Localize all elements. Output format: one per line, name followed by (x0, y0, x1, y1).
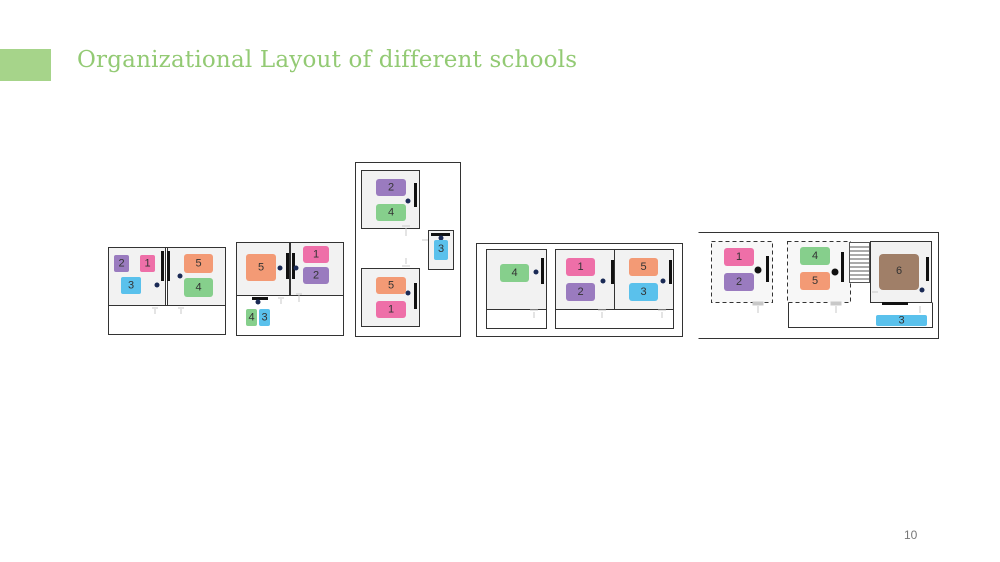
zone-label: 2 (388, 182, 394, 194)
zone-label: 1 (313, 249, 319, 261)
zone-block (500, 264, 529, 282)
zone-label: 5 (812, 275, 818, 287)
page-title: Organizational Layout of different schoo… (77, 47, 578, 73)
zone-label: 2 (736, 276, 742, 288)
zone-block (629, 283, 658, 301)
zone-label: 4 (812, 250, 818, 262)
zone-block (140, 255, 155, 272)
zone-block (184, 278, 213, 297)
teacher-positions (154, 198, 925, 305)
zone-block (800, 272, 830, 290)
zone-block (876, 315, 927, 326)
zone-block (566, 283, 595, 301)
title-accent-bar (0, 49, 51, 81)
zone-label: 4 (388, 207, 394, 219)
zone-block (376, 179, 406, 196)
circulation-arrows (152, 225, 921, 318)
zone-label: 1 (144, 258, 150, 270)
zone-block (184, 254, 213, 273)
zone-block (724, 273, 754, 291)
zone-block (121, 277, 141, 294)
teacher-positions-large (754, 266, 839, 276)
zone-label: 4 (195, 282, 201, 294)
zone-label: 1 (736, 251, 742, 263)
layout-outlines (108, 162, 939, 339)
layout-2-blocks: 5 1 2 4 3 (246, 246, 329, 326)
zone-label: 5 (258, 262, 264, 274)
zone-label: 6 (896, 265, 902, 277)
zone-block (566, 258, 595, 276)
zone-block (259, 309, 270, 326)
zone-block (303, 267, 329, 284)
zone-label: 3 (898, 315, 904, 327)
zone-label: 1 (388, 304, 394, 316)
zone-block (246, 309, 257, 326)
stairs (849, 242, 870, 283)
page-number: 10 (904, 528, 918, 542)
zone-label: 5 (195, 258, 201, 270)
zone-block (800, 247, 830, 265)
zone-block (434, 240, 448, 260)
layout-1-blocks: 2 1 3 5 4 (114, 254, 213, 297)
zone-label: 5 (388, 280, 394, 292)
layout-4-blocks: 4 1 2 5 3 (500, 258, 658, 301)
zone-label: 4 (511, 267, 517, 279)
zone-label: 3 (438, 243, 444, 255)
layout-5-blocks: 1 2 4 5 6 3 (724, 247, 927, 327)
zone-label: 2 (118, 258, 124, 270)
zone-label: 5 (640, 261, 646, 273)
zone-label: 3 (640, 286, 646, 298)
zone-label: 2 (577, 286, 583, 298)
zone-label: 4 (248, 312, 254, 324)
zone-block (879, 254, 919, 290)
zone-block (629, 258, 658, 276)
layout-3-blocks: 2 4 3 5 1 (376, 179, 448, 318)
zone-block (303, 246, 329, 263)
zone-block (376, 204, 406, 221)
zone-label: 3 (128, 280, 134, 292)
zone-block (376, 277, 406, 294)
zone-block (246, 254, 276, 281)
zone-label: 2 (313, 270, 319, 282)
zone-label: 3 (261, 312, 267, 324)
zone-label: 1 (577, 261, 583, 273)
zone-block (724, 248, 754, 266)
zone-block (114, 255, 129, 272)
boards (161, 183, 929, 309)
zone-block (376, 301, 406, 318)
